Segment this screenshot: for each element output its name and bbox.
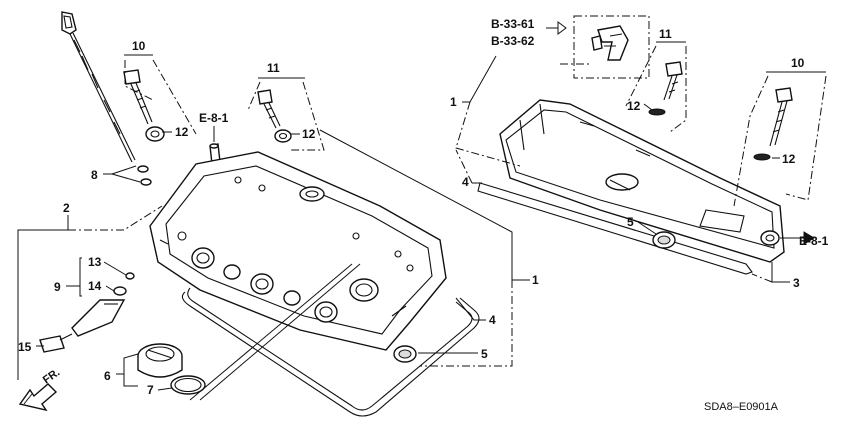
callout-11-left: 11 (267, 61, 280, 75)
callout-4-left: 4 (489, 313, 496, 327)
front-direction-arrow (18, 383, 58, 412)
callout-5-left: 5 (481, 347, 488, 361)
callout-7: 7 (147, 383, 154, 397)
ref-e8-1-left: E-8-1 (199, 111, 229, 125)
head-cover-right (499, 99, 785, 263)
seal-5-right (652, 231, 676, 249)
callout-12-d: 12 (782, 152, 796, 166)
bolt-10-right (753, 87, 793, 161)
callout-12-c: 12 (627, 99, 641, 113)
callout-8: 8 (91, 168, 98, 182)
callout-10-right: 10 (791, 56, 805, 70)
ref-b33-62: B-33-62 (491, 34, 535, 48)
callout-9: 9 (54, 280, 61, 294)
callout-6: 6 (104, 369, 111, 383)
oil-filler-cap (137, 343, 206, 395)
callout-1-right: 1 (450, 95, 457, 109)
callout-13: 13 (88, 255, 102, 269)
bolt-10-left (123, 69, 165, 142)
callout-1-left: 1 (532, 273, 539, 287)
ref-e8-1-right: E-8-1 (799, 234, 829, 248)
callout-14: 14 (88, 279, 102, 293)
grommets-8 (137, 165, 152, 186)
front-label: FR. (41, 366, 62, 386)
callout-3: 3 (793, 276, 800, 290)
filler-tube-assembly (39, 272, 135, 353)
callout-12-a: 12 (175, 125, 189, 139)
callout-12-b: 12 (302, 127, 316, 141)
callout-15: 15 (18, 340, 32, 354)
callout-5-right: 5 (627, 215, 634, 229)
ref-b33-61: B-33-61 (491, 17, 535, 31)
callout-11-right: 11 (659, 27, 672, 41)
leader-lines (17, 41, 827, 401)
diagram-code: SDA8–E0901A (704, 401, 779, 413)
callout-4-right: 4 (462, 175, 469, 189)
clip-assembly (546, 15, 650, 79)
callout-2: 2 (63, 201, 70, 215)
dipstick (61, 11, 136, 163)
seal-5-left (393, 345, 417, 363)
head-cover-left (149, 151, 447, 351)
bolt-11-right (648, 61, 683, 116)
callout-10-left: 10 (132, 39, 146, 53)
bolt-11-left (257, 89, 292, 143)
gasket-right (477, 182, 753, 275)
